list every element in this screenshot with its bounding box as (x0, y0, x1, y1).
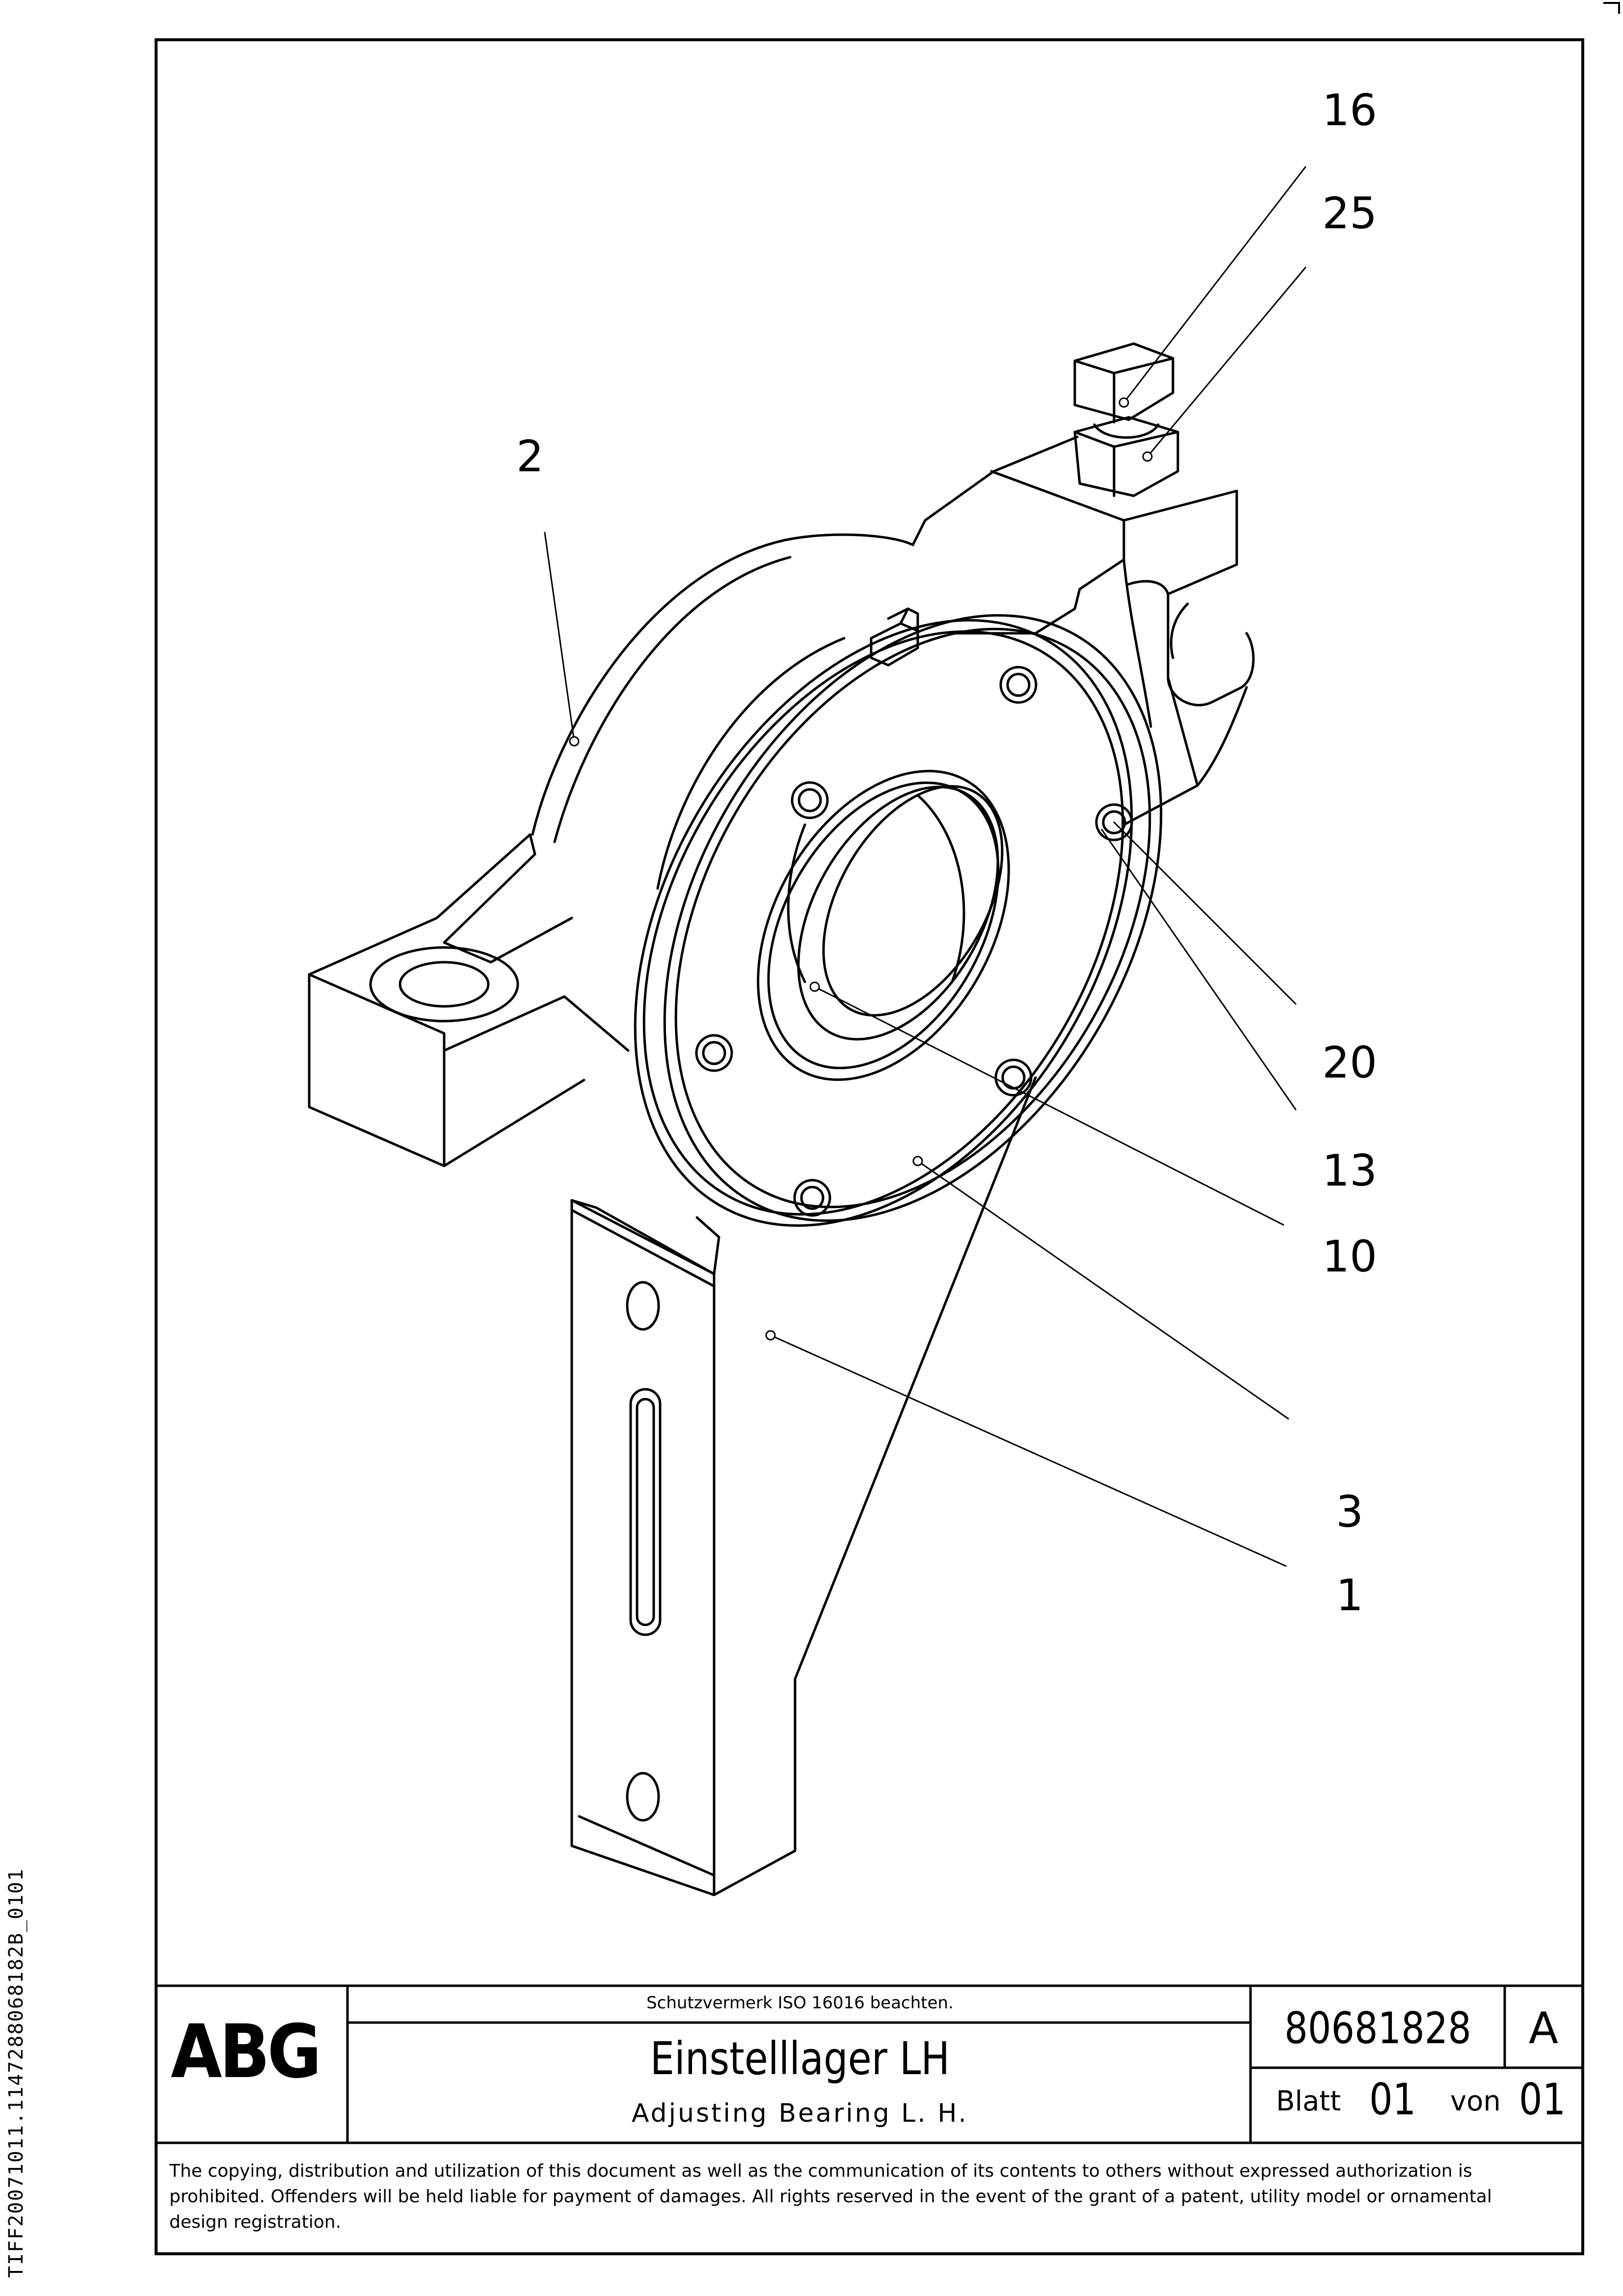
screw-bottom-right (994, 1058, 1033, 1097)
bearing-housing (308, 435, 1255, 1167)
sheet-label: Blatt (1276, 2085, 1341, 2117)
flange-ring (634, 614, 1163, 1227)
of-label: von (1450, 2085, 1501, 2117)
grease-nipple (870, 607, 919, 667)
callout-13: 13 (1322, 1145, 1377, 1196)
screw-right (1095, 803, 1133, 841)
adjusting-bolt (1073, 342, 1179, 497)
leader-lines (544, 166, 1306, 1567)
screw-left-bottom (695, 1034, 733, 1072)
callout-20: 20 (1322, 1037, 1377, 1088)
drawing-frame (155, 38, 1584, 2255)
screw-left-top (791, 781, 829, 819)
copyright-notice: The copying, distribution and utilizatio… (169, 2161, 1492, 2232)
title-de: Einstelllager LH (650, 2032, 950, 2085)
protection-note: Schutzvermerk ISO 16016 beachten. (646, 1993, 954, 2013)
title-en: Adjusting Bearing L. H. (631, 2099, 969, 2128)
sheet-total: 01 (1519, 2074, 1566, 2125)
callout-16: 16 (1322, 85, 1377, 135)
drawing-number: 80681828 (1284, 2003, 1471, 2053)
callout-25: 25 (1322, 188, 1377, 239)
abg-logo: ABG (171, 2009, 321, 2095)
screw-top (999, 666, 1038, 704)
title-block-grid (155, 1984, 1584, 2144)
screw-bottom (793, 1179, 831, 1217)
callout-1: 1 (1336, 1570, 1363, 1621)
mounting-arm (570, 1076, 1037, 1896)
callout-2: 2 (516, 431, 544, 482)
bearing-bore (757, 770, 1010, 1081)
sheet-number: 01 (1369, 2074, 1416, 2125)
callout-labels: 16 25 2 20 13 10 3 1 (516, 85, 1377, 1621)
corner-mark (1603, 2, 1620, 14)
revision: A (1528, 2003, 1559, 2053)
callout-3: 3 (1336, 1486, 1363, 1537)
callout-10: 10 (1322, 1231, 1377, 1282)
